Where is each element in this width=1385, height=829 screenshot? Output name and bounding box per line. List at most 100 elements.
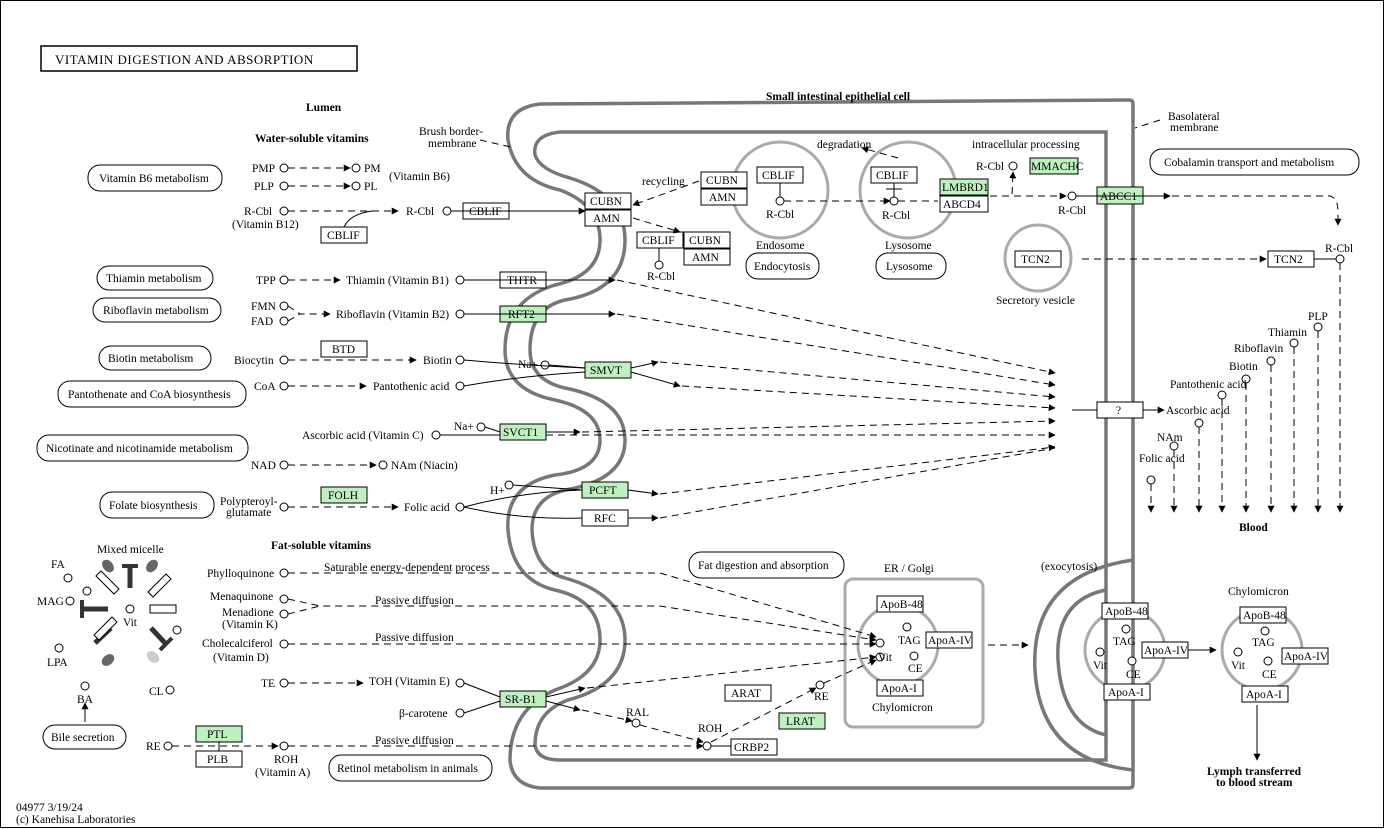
cpd-pm[interactable]: [351, 163, 361, 173]
gene-apoa4-er[interactable]: [925, 631, 973, 649]
cpd-pantothenic[interactable]: [455, 381, 465, 391]
cpd-roh2[interactable]: [702, 741, 712, 751]
cpd-mag[interactable]: [65, 596, 75, 606]
cpd-ba[interactable]: [80, 681, 90, 691]
cpd-na-2[interactable]: [476, 422, 486, 432]
cpd-biotin[interactable]: [455, 355, 465, 365]
cpd-ce-lymph[interactable]: [1263, 656, 1273, 666]
cpd-rcbl-blood[interactable]: [1335, 254, 1345, 264]
map-lysosome[interactable]: [875, 252, 947, 280]
cpd-nam[interactable]: [378, 460, 388, 470]
map-thiamin[interactable]: [96, 265, 214, 291]
cpd-tag-exo[interactable]: [1121, 624, 1131, 634]
cpd-re2[interactable]: [815, 680, 825, 690]
cpd-blood-thiamin[interactable]: [1289, 338, 1299, 348]
map-pantothenate[interactable]: [57, 380, 247, 408]
cpd-roh[interactable]: [279, 741, 289, 751]
cpd-cl[interactable]: [165, 685, 175, 695]
map-nicotinate[interactable]: [36, 434, 249, 462]
gene-apoa1-er[interactable]: [876, 679, 924, 697]
map-endocytosis[interactable]: [745, 252, 820, 280]
gene-apob48-exo[interactable]: [1101, 602, 1149, 620]
gene-mmachc[interactable]: [1029, 157, 1079, 175]
gene-apob48-er[interactable]: [876, 595, 924, 613]
cpd-rcbl-2[interactable]: [442, 206, 452, 216]
gene-folh[interactable]: [320, 486, 368, 504]
cpd-toh[interactable]: [455, 678, 465, 688]
cpd-blood-folic[interactable]: [1146, 475, 1156, 485]
cpd-te[interactable]: [279, 678, 289, 688]
cpd-rcbl-mmachc[interactable]: [1008, 161, 1018, 171]
cpd-h[interactable]: [504, 480, 514, 490]
gene-tcn2-vesicle[interactable]: [1014, 250, 1062, 268]
cpd-menadione[interactable]: [279, 609, 289, 619]
map-biotin[interactable]: [98, 345, 212, 371]
cpd-vit-er-1[interactable]: [875, 638, 885, 648]
gene-amn-rec[interactable]: [700, 188, 748, 206]
gene-amn[interactable]: [584, 209, 632, 227]
cpd-lpa[interactable]: [54, 643, 64, 653]
cpd-biocytin[interactable]: [279, 355, 289, 365]
gene-arat[interactable]: [724, 684, 772, 702]
gene-abcd4[interactable]: [939, 195, 989, 213]
cpd-polypteroyl[interactable]: [279, 502, 289, 512]
map-vitamin-b6[interactable]: [87, 164, 223, 192]
map-fat[interactable]: [688, 551, 845, 579]
cpd-tpp[interactable]: [279, 275, 289, 285]
cpd-rcbl-lysosome[interactable]: [889, 196, 899, 206]
cpd-vit-lymph[interactable]: [1233, 647, 1243, 657]
cpd-blood-riboflavin[interactable]: [1266, 356, 1276, 366]
cpd-fad[interactable]: [279, 316, 289, 326]
gene-crbp2[interactable]: [730, 738, 778, 756]
cpd-coa[interactable]: [279, 381, 289, 391]
gene-cblif-endo[interactable]: [636, 231, 684, 249]
cpd-pmp[interactable]: [279, 163, 289, 173]
compounds[interactable]: [163, 161, 1345, 751]
gene-apoa1-lymph[interactable]: [1241, 685, 1289, 703]
map-cobalamin[interactable]: [1149, 148, 1360, 176]
cpd-bcarotene[interactable]: [455, 708, 465, 718]
map-boxes[interactable]: Vitamin B6 metabolism Thiamin metabolism…: [36, 148, 1360, 782]
cpd-rcbl-abcc1[interactable]: [1067, 191, 1077, 201]
cpd-cholecalciferol[interactable]: [279, 639, 289, 649]
cpd-menaquinone[interactable]: [279, 594, 289, 604]
gene-apob48-lymph[interactable]: [1239, 606, 1287, 624]
cpd-fmn[interactable]: [279, 301, 289, 311]
gene-apoa1-exo[interactable]: [1103, 683, 1151, 701]
cpd-rcbl-endosome[interactable]: [775, 196, 785, 206]
cpd-ce-er[interactable]: [909, 651, 919, 661]
cpd-fa[interactable]: [63, 573, 73, 583]
gene-btd[interactable]: [320, 340, 368, 358]
cpd-tag-er[interactable]: [902, 622, 912, 632]
cpd-vit-exo[interactable]: [1095, 647, 1105, 657]
gene-smvt[interactable]: [584, 361, 632, 379]
cpd-folic[interactable]: [455, 502, 465, 512]
cpd-phylloquinone[interactable]: [279, 568, 289, 578]
cpd-rcbl-endo[interactable]: [654, 260, 664, 270]
cpd-re[interactable]: [163, 741, 173, 751]
gene-cubn-endo[interactable]: [683, 231, 731, 249]
gene-lrat[interactable]: [778, 712, 826, 730]
cpd-rcbl-lumen[interactable]: [279, 206, 289, 216]
cpd-pl[interactable]: [351, 181, 361, 191]
map-riboflavin[interactable]: [92, 297, 222, 323]
cpd-thiamin[interactable]: [455, 275, 465, 285]
gene-apoa4-lymph[interactable]: [1281, 647, 1329, 665]
cpd-ascorbic[interactable]: [431, 430, 441, 440]
cpd-na-1[interactable]: [540, 360, 550, 370]
cpd-blood-pantothenic[interactable]: [1217, 390, 1227, 400]
gene-srb1[interactable]: [499, 690, 547, 708]
cpd-blood-plp[interactable]: [1313, 322, 1323, 332]
cpd-plp[interactable]: [279, 181, 289, 191]
map-folate[interactable]: [99, 491, 215, 519]
cpd-riboflavin[interactable]: [455, 309, 465, 319]
cpd-nad[interactable]: [279, 460, 289, 470]
cpd-ce-exo[interactable]: [1127, 656, 1137, 666]
map-bile[interactable]: [42, 724, 127, 750]
genes[interactable]: CBLIF CBLIF CUBN AMN CUBN AMN CBLIF CUBN…: [195, 157, 1329, 768]
gene-lmbrd1[interactable]: [939, 178, 989, 196]
cpd-blood-ascorbic[interactable]: [1194, 418, 1204, 428]
gene-cubn-rec[interactable]: [700, 171, 748, 189]
cpd-ral[interactable]: [631, 718, 641, 728]
cpd-tag-lymph[interactable]: [1260, 626, 1270, 636]
